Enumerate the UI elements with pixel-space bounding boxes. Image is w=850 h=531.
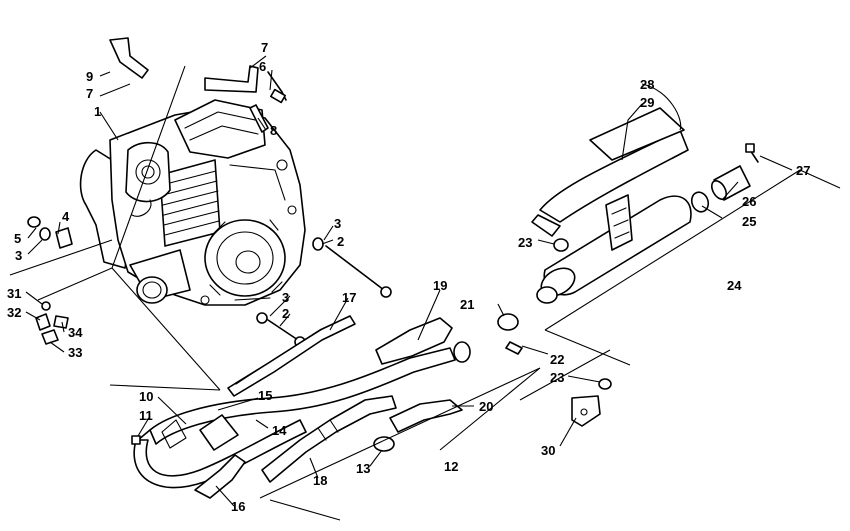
callout-9: 9 bbox=[86, 69, 93, 84]
callout-3-right: 3 bbox=[334, 216, 341, 231]
callout-24: 24 bbox=[727, 278, 742, 293]
callout-8: 8 bbox=[270, 123, 277, 138]
callout-3-lower: 3 bbox=[282, 290, 289, 305]
callout-7-left: 7 bbox=[86, 86, 93, 101]
nut-23-lower bbox=[598, 378, 612, 390]
washer-3-lower bbox=[256, 312, 268, 324]
callout-33: 33 bbox=[68, 345, 82, 360]
long-bolt-2 bbox=[325, 245, 385, 291]
callout-2-lower-bolt: 2 bbox=[282, 306, 289, 321]
bolt-2-lower bbox=[267, 319, 299, 341]
callout-18: 18 bbox=[313, 473, 327, 488]
callout-10: 10 bbox=[139, 389, 153, 404]
oring-31 bbox=[41, 301, 51, 311]
heat-shield-19 bbox=[375, 317, 453, 365]
callout-1: 1 bbox=[94, 104, 101, 119]
callout-20: 20 bbox=[479, 399, 493, 414]
spring-22 bbox=[505, 341, 523, 355]
nut-23-upper bbox=[553, 238, 569, 252]
callout-31: 31 bbox=[7, 286, 21, 301]
engine-assembly bbox=[79, 37, 306, 306]
gasket-21 bbox=[497, 313, 519, 331]
clamp-13 bbox=[373, 436, 395, 452]
callout-3-left: 3 bbox=[15, 248, 22, 263]
exhaust-pipe-assembly bbox=[131, 313, 523, 499]
callout-16: 16 bbox=[231, 499, 245, 514]
bolt-8 bbox=[249, 104, 269, 133]
callout-labels: 1 2 2 3 3 3 4 5 6 7 7 8 9 10 11 12 13 14… bbox=[7, 40, 810, 514]
callout-15: 15 bbox=[258, 388, 272, 403]
callout-23-lower: 23 bbox=[550, 370, 564, 385]
callout-25: 25 bbox=[742, 214, 756, 229]
bracket-30 bbox=[571, 395, 601, 427]
callout-30: 30 bbox=[541, 443, 555, 458]
callout-27: 27 bbox=[796, 163, 810, 178]
callout-11: 11 bbox=[139, 408, 153, 423]
heat-shield-20 bbox=[389, 399, 463, 433]
callout-17: 17 bbox=[342, 290, 356, 305]
callout-29: 29 bbox=[640, 95, 654, 110]
callout-14: 14 bbox=[272, 423, 287, 438]
callout-6: 6 bbox=[259, 59, 266, 74]
callout-28: 28 bbox=[640, 77, 654, 92]
callout-19: 19 bbox=[433, 278, 447, 293]
callout-2-engine-bolt: 2 bbox=[337, 234, 344, 249]
leader-lines bbox=[25, 55, 793, 507]
pipe-coupler-10 bbox=[199, 414, 239, 451]
callout-34: 34 bbox=[68, 325, 83, 340]
heat-shield-16 bbox=[194, 454, 246, 499]
nut-5 bbox=[27, 216, 41, 228]
callout-12: 12 bbox=[444, 459, 458, 474]
group-frames bbox=[9, 65, 841, 521]
heat-shield-28 bbox=[539, 129, 689, 223]
washer-3-left bbox=[39, 227, 51, 241]
callout-32: 32 bbox=[7, 305, 21, 320]
heat-shield-17 bbox=[227, 315, 356, 397]
callout-5: 5 bbox=[14, 231, 21, 246]
callout-4: 4 bbox=[62, 209, 70, 224]
callout-22: 22 bbox=[550, 352, 564, 367]
callout-23-upper: 23 bbox=[518, 235, 532, 250]
gasket-25 bbox=[690, 191, 710, 213]
callout-7-upper: 7 bbox=[261, 40, 268, 55]
callout-21: 21 bbox=[460, 297, 474, 312]
washer-3-right bbox=[312, 237, 324, 251]
callout-13: 13 bbox=[356, 461, 370, 476]
bushing-4 bbox=[55, 227, 73, 249]
fitting-33 bbox=[41, 329, 59, 345]
mid-pipe-18 bbox=[261, 395, 397, 483]
callout-26: 26 bbox=[742, 194, 756, 209]
gasket-34 bbox=[53, 315, 69, 329]
sensor-32 bbox=[35, 313, 51, 331]
